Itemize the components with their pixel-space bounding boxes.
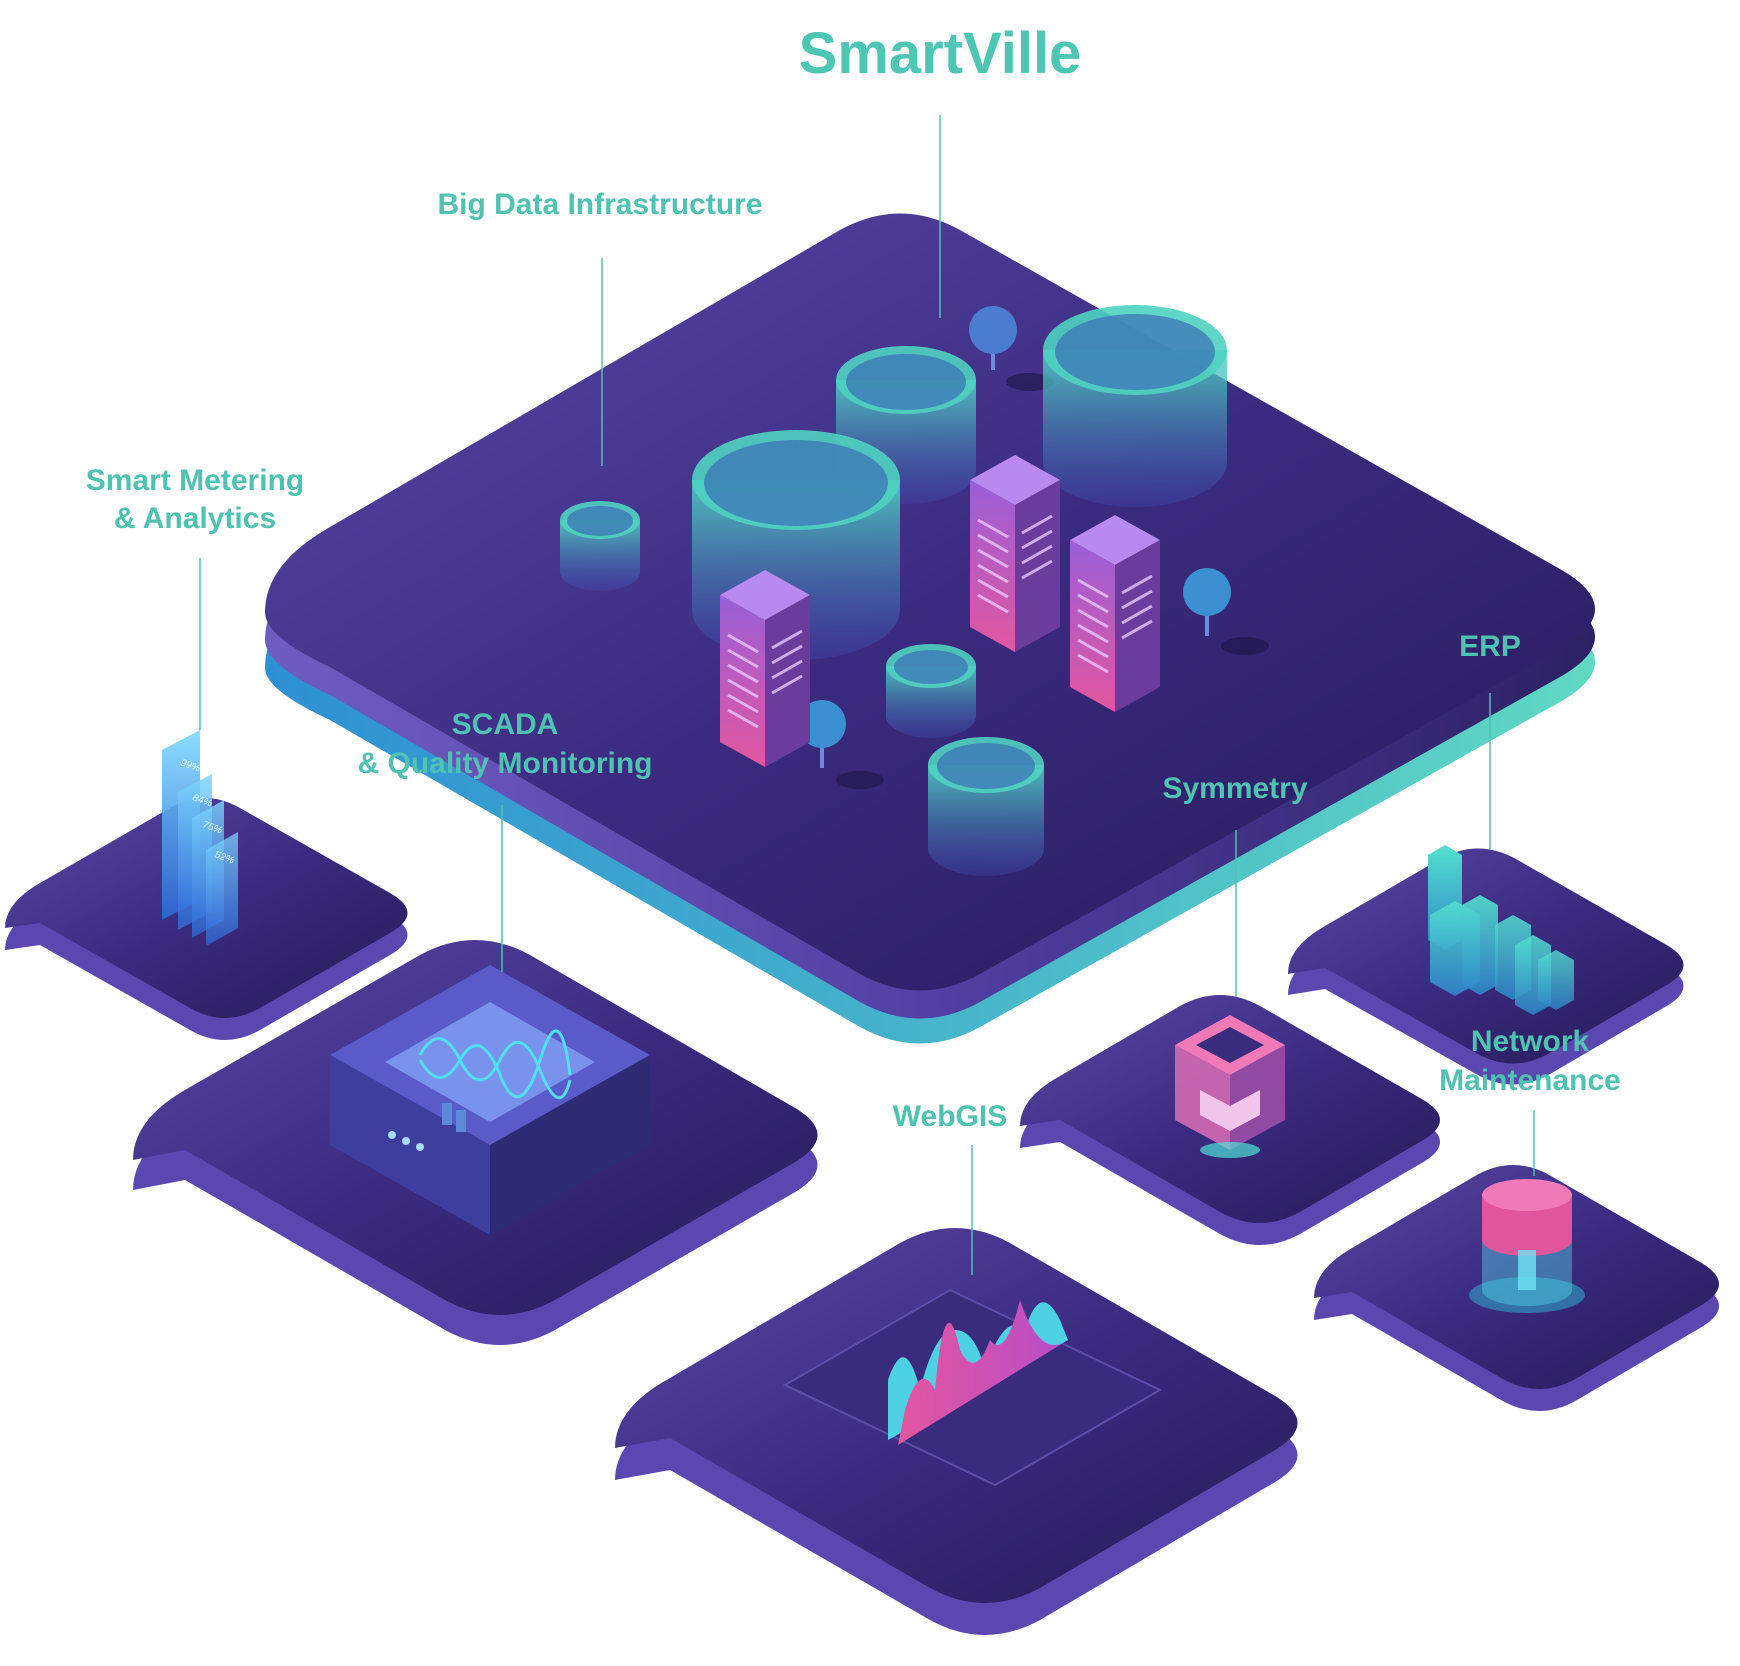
label-line: Network (1470, 1025, 1590, 1058)
storage-cylinder-icon (928, 737, 1044, 876)
main-platform (265, 213, 1595, 1044)
chip-icon (1175, 1015, 1285, 1158)
webgis-platform (615, 1228, 1298, 1635)
label-erp: ERP (1459, 630, 1521, 663)
label-big-data-infrastructure: Big Data Infrastructure (437, 188, 763, 221)
storage-cylinder-icon (560, 501, 640, 591)
server-building-icon (720, 570, 810, 767)
label-line: & Analytics (113, 502, 277, 535)
label-line: Maintenance (1439, 1064, 1621, 1097)
label-scada: SCADA & Quality Monitoring (320, 705, 690, 783)
label-smart-metering: Smart Metering & Analytics (40, 462, 350, 538)
connector-lines (199, 115, 1535, 1275)
buildings-cluster-icon (1428, 845, 1574, 1015)
bar-chart-icon: 99% 84% 75% 52% (162, 730, 238, 946)
page-title: SmartVille (798, 21, 1082, 86)
storage-cylinder-icon (1043, 305, 1227, 507)
label-webgis: WebGIS (892, 1100, 1008, 1133)
label-network-maintenance: Network Maintenance (1410, 1022, 1650, 1100)
server-building-icon (970, 455, 1060, 652)
tree-icon (969, 306, 1054, 391)
label-line: & Quality Monitoring (357, 747, 653, 780)
label-line: SCADA (451, 708, 559, 741)
database-icon (1469, 1179, 1585, 1313)
area-chart-icon (888, 1300, 1068, 1445)
monitor-device-icon (330, 965, 650, 1235)
server-building-icon (1070, 515, 1160, 712)
tree-icon (1183, 568, 1269, 655)
storage-cylinder-icon (886, 644, 976, 738)
storage-cylinder-icon (692, 430, 900, 660)
label-symmetry: Symmetry (1162, 772, 1308, 805)
label-line: Smart Metering (85, 464, 305, 497)
storage-cylinder-icon (836, 346, 976, 504)
